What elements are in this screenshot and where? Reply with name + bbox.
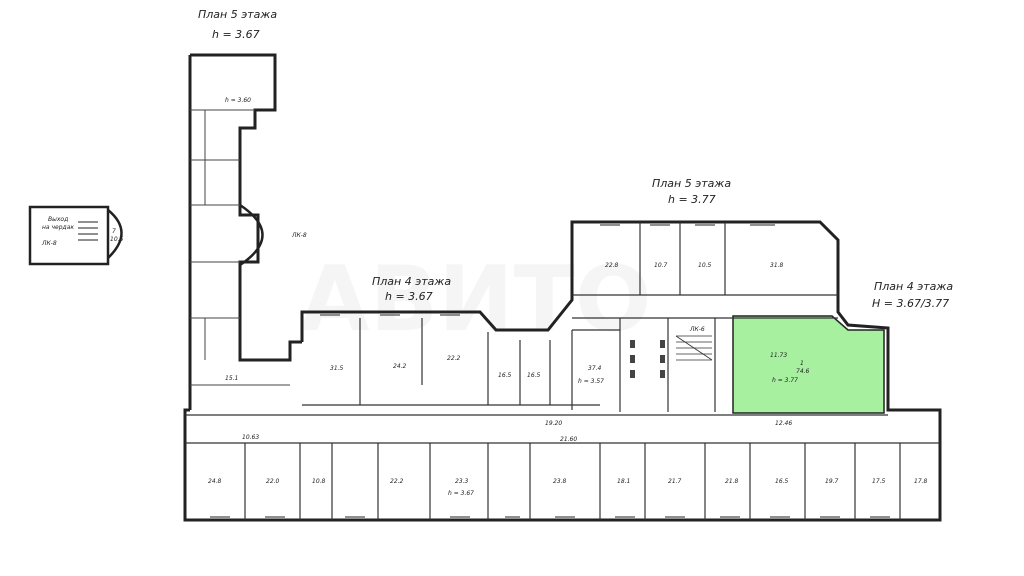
room-label: 22.0 (266, 478, 280, 485)
room-label: 22.8 (605, 262, 619, 269)
attic-stair-block (28, 205, 123, 266)
room-label: 19.7 (825, 478, 839, 485)
top-left-plan-title: План 5 этажа (198, 8, 278, 21)
attic-exit-label-1: Выход (48, 216, 69, 223)
room-label: 16.5 (775, 478, 789, 485)
attic-exit-label-2: на чердак (42, 224, 75, 231)
height-label: h = 3.57 (578, 378, 605, 385)
room-7-label: 7 (112, 228, 116, 235)
right-height-label: H = 3.67/3.77 (872, 297, 950, 310)
room-label: 17.8 (914, 478, 928, 485)
main-building-walls (183, 220, 942, 522)
lower-room-walls (244, 443, 901, 520)
height-label: h = 3.60 (225, 97, 252, 104)
top-right-height-label: h = 3.77 (668, 193, 716, 206)
room-label: 16.5 (498, 372, 512, 379)
room-label: 31.8 (770, 262, 784, 269)
room-label: 10.7 (654, 262, 668, 269)
room-label: 37.4 (588, 365, 602, 372)
stair-lk8-label: ЛК-8 (42, 240, 57, 247)
highlight-room-height: h = 3.77 (772, 377, 799, 384)
highlight-room-area: 74.6 (796, 368, 810, 375)
room-label: 17.5 (872, 478, 886, 485)
dimension-label: 10.63 (242, 434, 260, 441)
room-label: 31.5 (330, 365, 344, 372)
corridor-walls (185, 414, 940, 444)
sanitary-fixtures (630, 340, 665, 378)
height-label: h = 3.67 (448, 490, 475, 497)
dimension-label: 19.20 (545, 420, 563, 427)
room-7-area: 10.5 (110, 236, 124, 243)
highlight-room-dim: 11.73 (770, 352, 788, 359)
room-label: 21.7 (668, 478, 682, 485)
mid-height-label: h = 3.67 (385, 290, 433, 303)
highlight-room-number: 1 (800, 360, 804, 367)
left-tower-walls (188, 53, 302, 410)
room-label: 21.8 (725, 478, 739, 485)
room-label: 24.2 (393, 363, 407, 370)
upper-room-walls (302, 222, 838, 412)
dimension-label: 21.60 (560, 436, 578, 443)
room-label: 22.2 (390, 478, 404, 485)
room-label: 18.1 (617, 478, 631, 485)
top-left-height-label: h = 3.67 (212, 28, 260, 41)
room-label: 24.8 (208, 478, 222, 485)
stair-lk8b-label: ЛК-8 (292, 232, 307, 239)
left-tower-inner (190, 109, 290, 386)
room-label: 15.1 (225, 375, 239, 382)
watermark: АВИТО (300, 247, 651, 352)
stair-lk6-label: ЛК-6 (690, 326, 705, 333)
room-label: 23.8 (553, 478, 567, 485)
window-marks (210, 224, 890, 518)
mid-plan-title: План 4 этажа (372, 275, 452, 288)
stair-lk6-steps (675, 335, 713, 361)
highlighted-room[interactable] (732, 315, 885, 414)
dimension-label: 12.46 (775, 420, 793, 427)
room-label: 10.5 (698, 262, 712, 269)
top-right-plan-title: План 5 этажа (652, 177, 732, 190)
room-label: 22.2 (447, 355, 461, 362)
right-plan-title: План 4 этажа (874, 280, 954, 293)
room-label: 23.3 (455, 478, 469, 485)
room-label: 10.8 (312, 478, 326, 485)
room-label: 16.5 (527, 372, 541, 379)
